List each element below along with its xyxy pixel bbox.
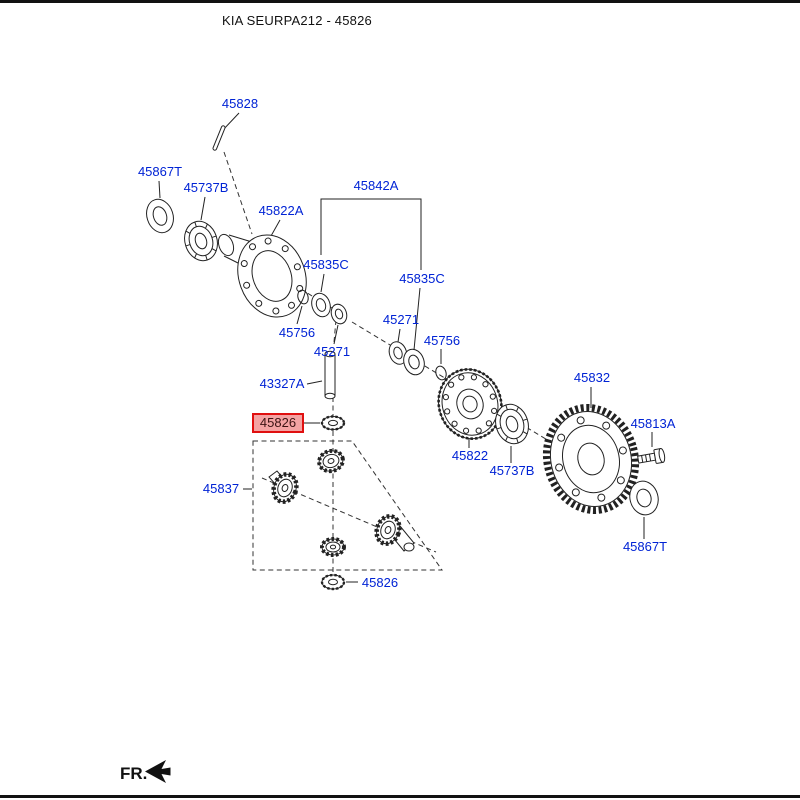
- bottom-border: [0, 795, 800, 798]
- part-drawing-45826-lower: [320, 573, 346, 591]
- part-drawing-45835C-left: [311, 292, 331, 318]
- part-drawing-45826-upper: [320, 415, 346, 431]
- part-drawing-45828-pin: [212, 125, 226, 151]
- part-label-45828[interactable]: 45828: [221, 96, 259, 111]
- part-label-45826-highlighted[interactable]: 45826: [252, 413, 304, 433]
- part-label-45737B-right[interactable]: 45737B: [489, 463, 535, 478]
- part-drawing-bevel-gear-upper: [317, 448, 345, 474]
- part-drawing-45832-ring-gear: [542, 403, 640, 515]
- part-label-45842A[interactable]: 45842A: [353, 178, 399, 193]
- part-label-45756-right[interactable]: 45756: [423, 333, 461, 348]
- part-label-45867T-left[interactable]: 45867T: [137, 164, 183, 179]
- part-drawing-45756-left: [297, 289, 309, 305]
- leader-lines: [158, 112, 653, 583]
- part-drawing-side-gear-left: [268, 470, 299, 504]
- part-drawing-45822A-case: [217, 233, 307, 318]
- part-drawing-45271-left: [330, 303, 348, 325]
- assembly-bracket-45842A: [320, 198, 422, 270]
- part-drawing-45822-gear: [437, 368, 503, 440]
- part-label-45737B-left[interactable]: 45737B: [183, 180, 229, 195]
- part-drawing-45835C-right: [403, 348, 425, 376]
- part-label-45835C-right[interactable]: 45835C: [399, 271, 445, 286]
- part-label-45826-lower[interactable]: 45826: [361, 575, 399, 590]
- part-label-43327A[interactable]: 43327A: [259, 376, 305, 391]
- part-label-45832[interactable]: 45832: [573, 370, 611, 385]
- part-label-45837[interactable]: 45837: [202, 481, 240, 496]
- part-drawing-45867T-left: [146, 198, 174, 234]
- fr-direction-arrow-icon: [145, 760, 171, 783]
- part-drawing-45737B-left: [179, 216, 223, 266]
- part-label-45271-left[interactable]: 45271: [313, 344, 351, 359]
- part-drawing-45813A-bolt: [637, 448, 666, 464]
- part-drawing-45756-right: [435, 365, 447, 381]
- part-drawing-45867T-right: [629, 480, 659, 516]
- part-drawing-pinion-gear-lower: [320, 537, 346, 557]
- part-label-45822A[interactable]: 45822A: [258, 203, 304, 218]
- part-drawing-45271-right: [388, 341, 408, 365]
- part-group-box-45837: [252, 440, 443, 571]
- part-label-45756-left[interactable]: 45756: [278, 325, 316, 340]
- fr-label: FR.: [120, 764, 148, 783]
- page-title: KIA SEURPA212 - 45826: [222, 13, 372, 28]
- part-label-45867T-right[interactable]: 45867T: [622, 539, 668, 554]
- part-drawing-side-gear-right-shaft: [374, 514, 415, 552]
- part-label-45835C-left[interactable]: 45835C: [303, 257, 349, 272]
- part-label-45271-right[interactable]: 45271: [382, 312, 420, 327]
- part-drawing-45737B-right: [490, 399, 534, 449]
- part-drawing-43327A-shaft: [324, 350, 336, 400]
- part-label-45813A[interactable]: 45813A: [630, 416, 676, 431]
- top-border: [0, 0, 800, 3]
- part-label-45822[interactable]: 45822: [451, 448, 489, 463]
